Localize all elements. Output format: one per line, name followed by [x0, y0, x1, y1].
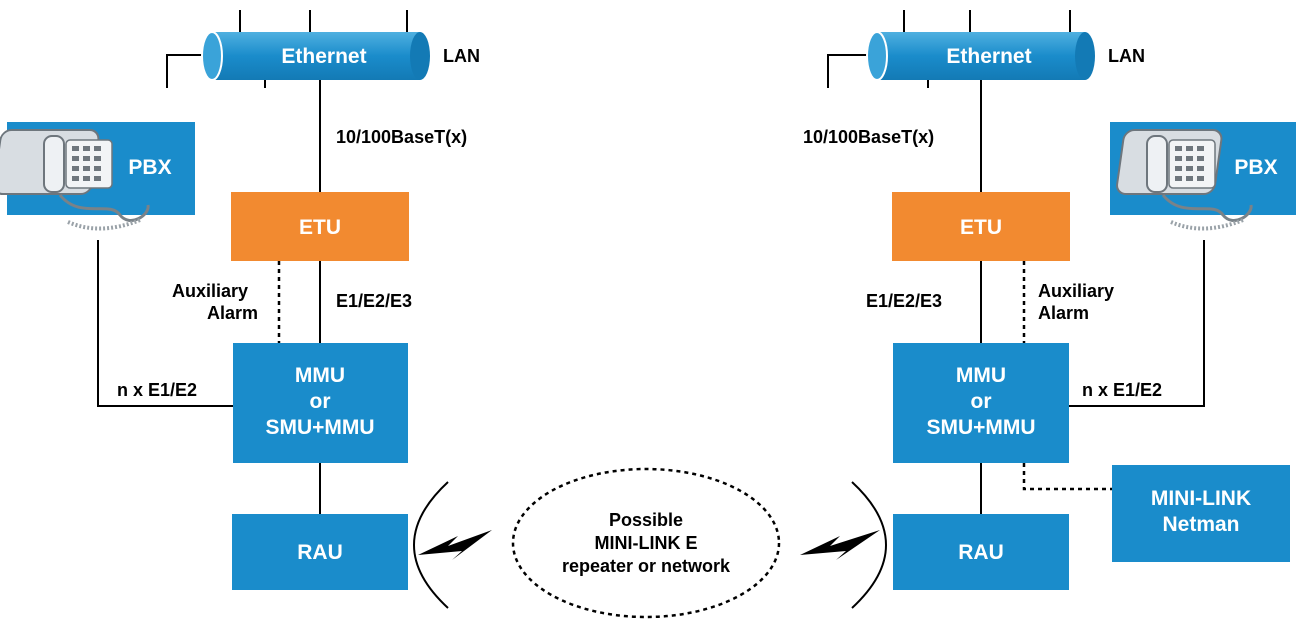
rau-label: RAU	[958, 541, 1004, 564]
right-site: Ethernet LAN 10/100BaseT(x) PBX	[800, 10, 1296, 609]
etu-label: ETU	[960, 216, 1002, 239]
radio-link-bolt-icon	[800, 530, 880, 560]
netman-label-line2: Netman	[1162, 513, 1239, 536]
network-cloud: Possible MINI-LINK E repeater or network	[511, 467, 781, 619]
mmu-label-line2: or	[310, 390, 331, 413]
pbx-label: PBX	[1234, 156, 1277, 179]
ethernet-bus: Ethernet	[866, 31, 1095, 81]
tributary-label: n x E1/E2	[117, 380, 197, 400]
etu-node: ETU	[231, 192, 409, 261]
network-label-line1: Possible	[609, 510, 683, 530]
mmu-node: MMU or SMU+MMU	[233, 343, 408, 463]
mmu-label-line1: MMU	[295, 364, 345, 387]
rau-label: RAU	[297, 541, 343, 564]
link-label: 10/100BaseT(x)	[336, 127, 467, 147]
pbx-node: PBX	[0, 122, 195, 231]
aux-label-line2: Alarm	[207, 303, 258, 323]
ethernet-bus: Ethernet	[201, 31, 430, 81]
etu-label: ETU	[299, 216, 341, 239]
etu-node: ETU	[892, 192, 1070, 261]
antenna-dish	[413, 481, 449, 609]
radio-link-bolt-icon	[418, 530, 492, 560]
network-label-line3: repeater or network	[562, 556, 731, 576]
rau-node: RAU	[893, 514, 1069, 590]
mmu-label-line2: or	[971, 390, 992, 413]
aux-label-line2: Alarm	[1038, 303, 1089, 323]
aux-label-line1: Auxiliary	[1038, 281, 1114, 301]
telephone-icon	[1116, 129, 1253, 231]
e-link-label: E1/E2/E3	[866, 291, 942, 311]
mmu-node: MMU or SMU+MMU	[893, 343, 1069, 463]
ethernet-label: Ethernet	[946, 45, 1031, 68]
mmu-label-line3: SMU+MMU	[265, 416, 374, 439]
netman-label-line1: MINI-LINK	[1151, 487, 1251, 510]
tributary-label: n x E1/E2	[1082, 380, 1162, 400]
link-label: 10/100BaseT(x)	[803, 127, 934, 147]
pbx-node: PBX	[1110, 122, 1296, 231]
e-link-label: E1/E2/E3	[336, 291, 412, 311]
ethernet-label: Ethernet	[281, 45, 366, 68]
netman-node: MINI-LINK Netman	[1112, 465, 1290, 562]
lan-label: LAN	[1108, 46, 1145, 66]
mmu-label-line3: SMU+MMU	[926, 416, 1035, 439]
antenna-dish	[851, 481, 887, 609]
mmu-label-line1: MMU	[956, 364, 1006, 387]
network-label-line2: MINI-LINK E	[595, 533, 698, 553]
lan-label: LAN	[443, 46, 480, 66]
pbx-label: PBX	[128, 156, 171, 179]
telephone-icon	[0, 129, 150, 231]
rau-node: RAU	[232, 514, 408, 590]
left-site: Ethernet LAN 10/100BaseT(x) PBX	[0, 10, 492, 609]
aux-label-line1: Auxiliary	[172, 281, 248, 301]
